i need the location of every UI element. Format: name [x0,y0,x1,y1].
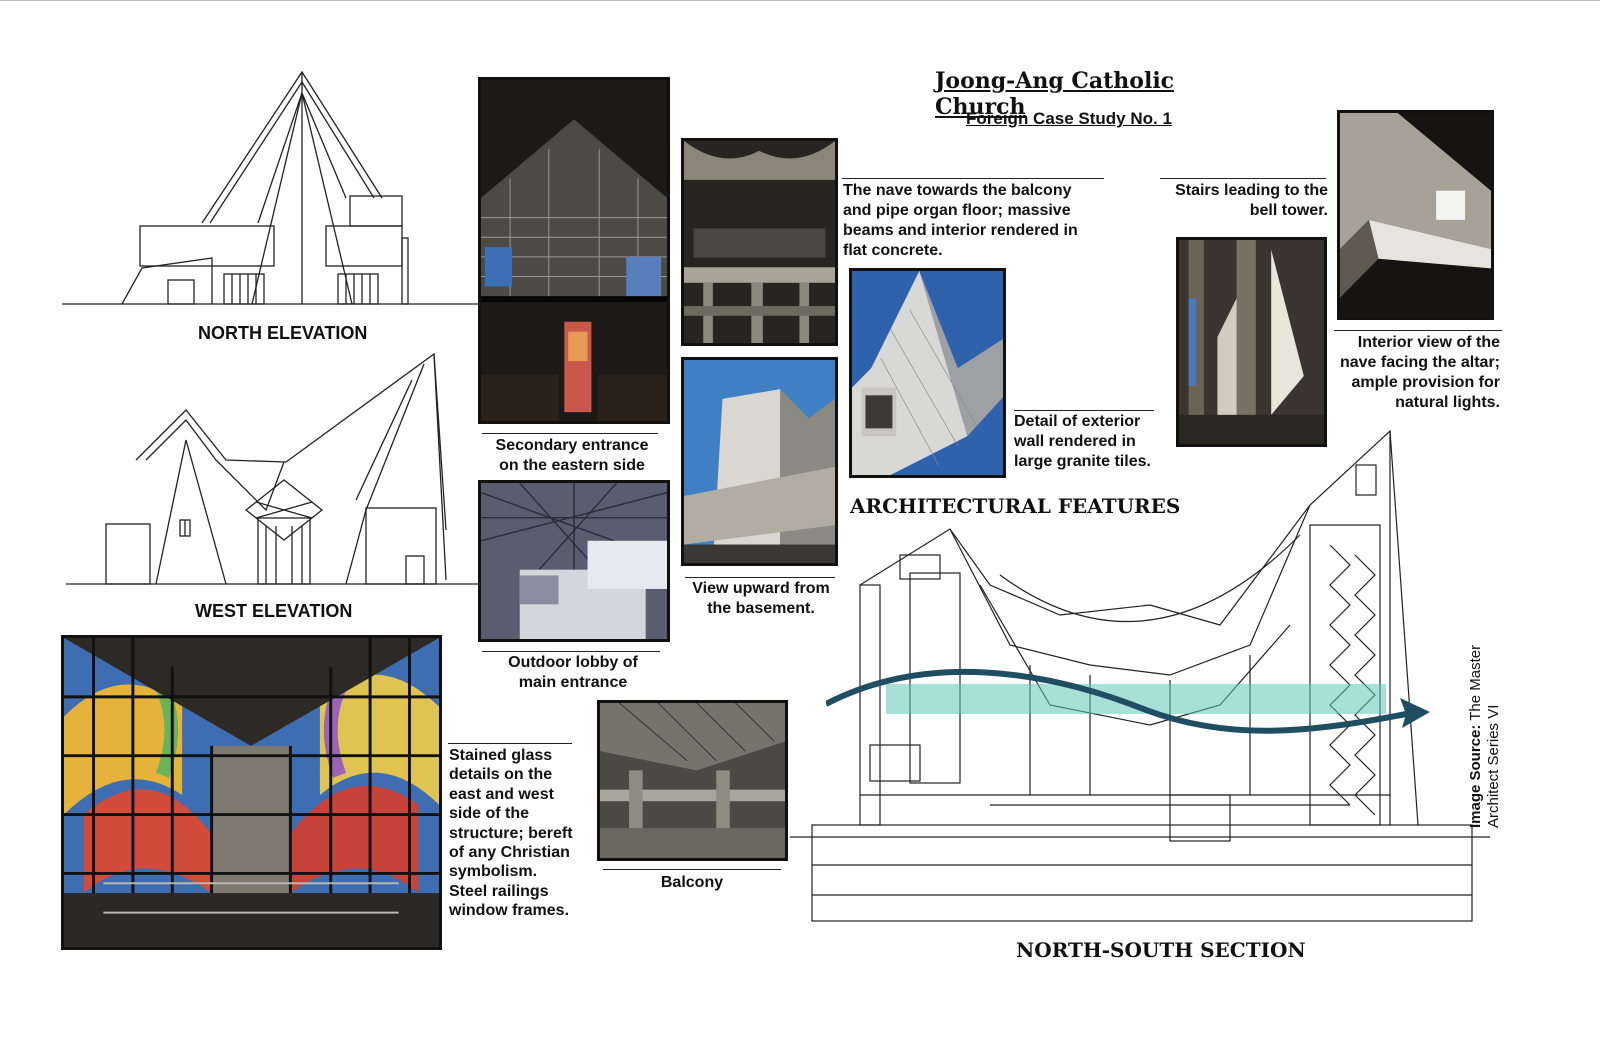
secondary-entrance-photo [478,77,670,424]
north-elevation-label: NORTH ELEVATION [198,323,368,343]
page-title: Joong-Ang Catholic Church [935,68,1175,120]
north-south-section-label: NORTH-SOUTH SECTION [1016,938,1306,962]
west-elevation-drawing [66,350,482,590]
nave-balcony-photo [681,138,838,346]
caption-balcony: Balcony [660,874,724,891]
exterior-wall-photo [849,268,1006,478]
image-source-credit: Image Source: The Master Architect Serie… [1467,644,1502,828]
balcony-photo [597,700,788,861]
page-top-border [0,0,1600,1]
architectural-features-heading: ARCHITECTURAL FEATURES [850,494,1181,518]
north-elevation-drawing [62,68,482,308]
west-elevation-label: WEST ELEVATION [195,601,353,621]
stained-glass-photo [61,635,442,950]
section-flow-arrow [826,660,1430,750]
page-subtitle: Foreign Case Study No. 1 [966,109,1172,128]
bell-tower-stairs-photo [1337,110,1494,320]
view-upward-photo [681,357,838,566]
outdoor-lobby-photo [478,480,670,642]
interior-nave-photo [1176,237,1327,447]
north-south-section-drawing [790,425,1490,925]
